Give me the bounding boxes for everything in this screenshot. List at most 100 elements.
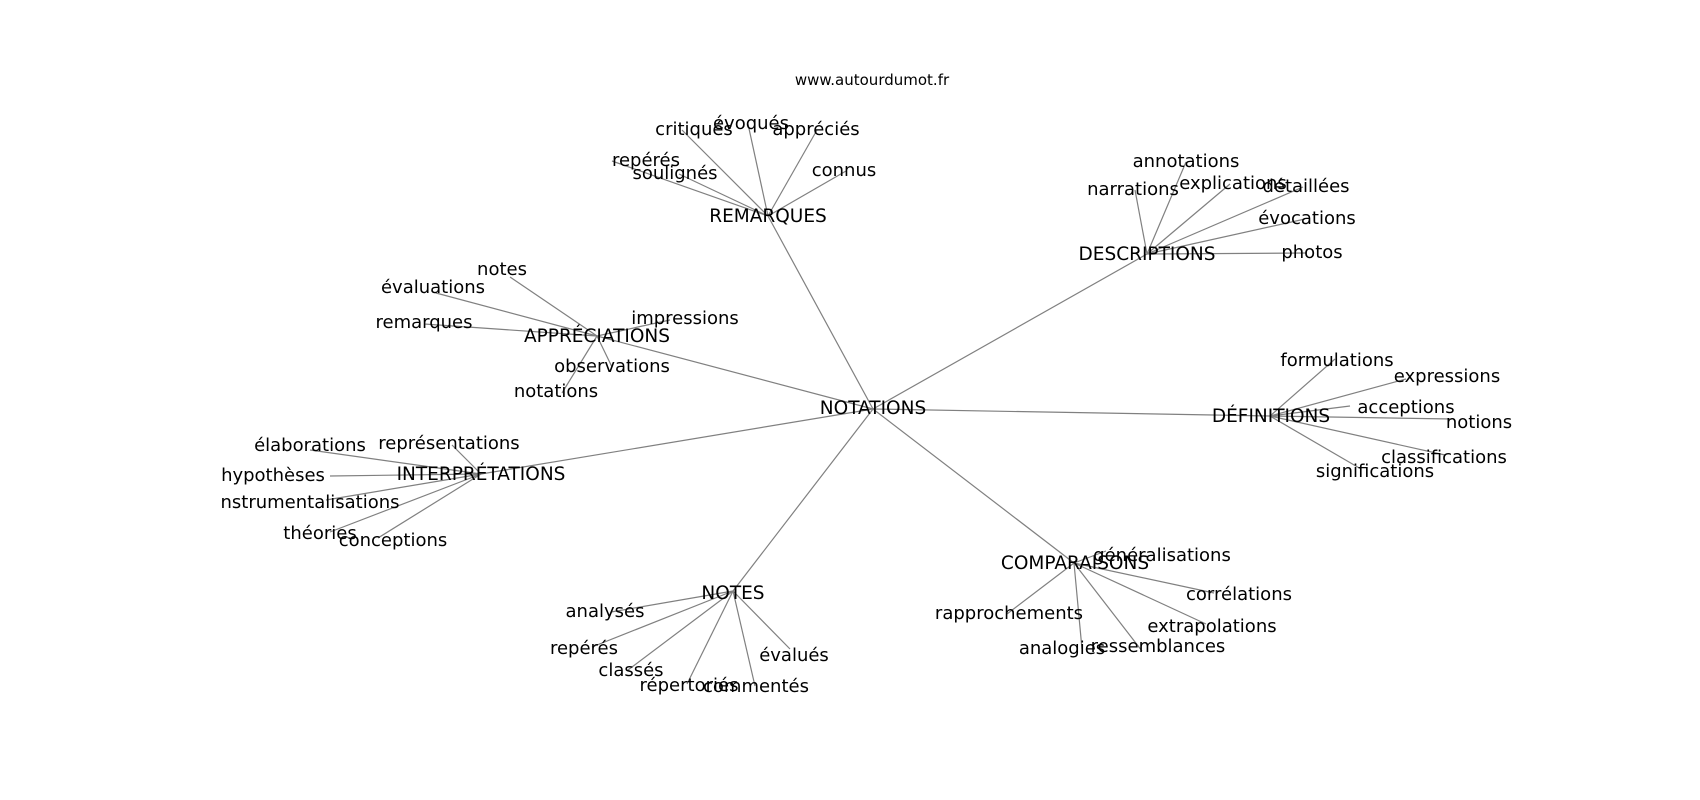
leaf-node-nstrumentalisations: nstrumentalisations bbox=[220, 492, 399, 513]
edge-descriptions-narrations bbox=[1134, 189, 1148, 255]
edge-root-descriptions bbox=[872, 253, 1148, 410]
root-node-label: NOTATIONS bbox=[820, 398, 926, 419]
edge-interpretations-representations bbox=[451, 444, 482, 475]
edge-comparaisons-rapprochements bbox=[1006, 562, 1075, 615]
edge-root-definitions bbox=[872, 408, 1271, 417]
edge-comparaisons-ressemblances bbox=[1073, 562, 1143, 652]
edge-descriptions-annotations bbox=[1146, 161, 1187, 255]
edge-definitions-significations bbox=[1269, 415, 1362, 470]
edge-interpretations-elaborations bbox=[309, 449, 482, 475]
leaf-node-reperes: repérés bbox=[550, 638, 618, 659]
edge-appreciations-impressions bbox=[596, 319, 671, 337]
group-node-interpretations: INTERPRÉTATIONS bbox=[397, 463, 566, 485]
edges-layer bbox=[309, 123, 1453, 687]
edge-appreciations-evaluations bbox=[435, 292, 598, 337]
edge-root-notes bbox=[732, 408, 874, 592]
edge-notes-reperes bbox=[591, 590, 734, 648]
leaf-node-critiques: critiqués bbox=[655, 119, 733, 140]
leaf-node-evaluations: évaluations bbox=[381, 277, 485, 298]
leaf-node-analyses: analysés bbox=[566, 601, 645, 622]
edge-remarques-apprecies bbox=[767, 129, 818, 217]
edge-root-interpretations bbox=[480, 408, 874, 475]
edge-root-appreciations bbox=[596, 335, 874, 410]
leaf-node-correlations: corrélations bbox=[1186, 584, 1292, 605]
edge-appreciations-notations bbox=[561, 335, 598, 394]
edge-definitions-classifications bbox=[1269, 415, 1446, 456]
group-node-appreciations: APPRÉCIATIONS bbox=[524, 325, 670, 347]
edge-interpretations-nstrumentalisations bbox=[325, 473, 482, 501]
edge-root-remarques bbox=[767, 215, 874, 410]
edge-descriptions-detaillees bbox=[1146, 186, 1304, 255]
edge-appreciations-notes bbox=[509, 276, 598, 337]
leaf-node-annotations: annotations bbox=[1133, 151, 1240, 172]
leaf-node-evalues: évalués bbox=[759, 645, 829, 666]
edge-definitions-expressions bbox=[1269, 378, 1407, 417]
edge-descriptions-evocations bbox=[1146, 218, 1306, 255]
leaf-node-reperes: repérés bbox=[612, 150, 680, 171]
leaf-node-impressions: impressions bbox=[631, 308, 739, 329]
edge-notes-commentes bbox=[732, 590, 756, 687]
leaf-node-expressions: expressions bbox=[1394, 366, 1500, 387]
edge-comparaisons-extrapolations bbox=[1073, 562, 1207, 625]
labels-layer: NOTATIONS REMARQUES critiquésévoquésappréc… bbox=[220, 113, 1512, 697]
leaf-node-acceptions: acceptions bbox=[1357, 397, 1454, 418]
leaf-node-theories: théories bbox=[283, 523, 356, 544]
edge-interpretations-conceptions bbox=[377, 473, 482, 539]
leaf-node-observations: observations bbox=[554, 356, 670, 377]
edge-interpretations-hypotheses bbox=[329, 473, 482, 477]
edge-definitions-formulations bbox=[1269, 358, 1336, 417]
site-watermark: www.autourdumot.fr bbox=[794, 71, 950, 89]
leaf-node-commentes: commentés bbox=[703, 676, 809, 697]
leaf-node-evoques: évoqués bbox=[713, 113, 789, 134]
edge-definitions-notions bbox=[1269, 415, 1453, 420]
leaf-node-classes: classés bbox=[598, 660, 663, 681]
edge-root-comparaisons bbox=[872, 408, 1075, 564]
leaf-node-representations: représentations bbox=[378, 433, 519, 454]
leaf-node-rapprochements: rapprochements bbox=[935, 603, 1083, 624]
edge-descriptions-photos bbox=[1146, 252, 1308, 255]
leaf-node-classifications: classifications bbox=[1381, 447, 1507, 468]
leaf-node-detaillees: détaillées bbox=[1262, 176, 1349, 197]
leaf-node-significations: significations bbox=[1316, 461, 1434, 482]
leaf-node-notations: notations bbox=[514, 381, 598, 402]
leaf-node-elaborations: élaborations bbox=[254, 435, 366, 456]
leaf-node-connus: connus bbox=[812, 160, 877, 181]
leaf-node-apprecies: appréciés bbox=[772, 119, 859, 140]
edge-notes-evalues bbox=[732, 590, 791, 650]
group-node-descriptions: DESCRIPTIONS bbox=[1079, 244, 1216, 265]
group-node-remarques: REMARQUES bbox=[709, 206, 827, 227]
edge-remarques-evoques bbox=[747, 123, 769, 217]
leaf-node-generalisations: généralisations bbox=[1093, 545, 1231, 566]
leaf-node-evocations: évocations bbox=[1258, 208, 1356, 229]
leaf-node-formulations: formulations bbox=[1280, 350, 1393, 371]
leaf-node-narrations: narrations bbox=[1087, 179, 1179, 200]
edge-comparaisons-generalisations bbox=[1073, 550, 1107, 564]
leaf-node-analogies: analogies bbox=[1019, 638, 1105, 659]
edge-remarques-soulignes bbox=[678, 173, 769, 217]
edge-descriptions-explications bbox=[1146, 183, 1231, 255]
group-node-definitions: DÉFINITIONS bbox=[1212, 405, 1330, 427]
leaf-node-photos: photos bbox=[1281, 242, 1342, 263]
leaf-node-hypotheses: hypothèses bbox=[221, 465, 325, 486]
leaf-node-extrapolations: extrapolations bbox=[1147, 616, 1276, 637]
edge-remarques-connus bbox=[767, 170, 847, 217]
leaf-node-remarques: remarques bbox=[375, 312, 472, 333]
leaf-node-soulignes: soulignés bbox=[632, 163, 717, 184]
edge-notes-analyses bbox=[610, 590, 734, 613]
edge-remarques-critiques bbox=[681, 129, 769, 217]
leaf-node-notes: notes bbox=[477, 259, 527, 280]
edge-comparaisons-analogies bbox=[1073, 562, 1083, 650]
edge-definitions-acceptions bbox=[1269, 405, 1351, 417]
edge-notes-classes bbox=[627, 590, 734, 671]
edge-interpretations-theories bbox=[329, 473, 482, 533]
leaf-node-conceptions: conceptions bbox=[339, 530, 448, 551]
edge-remarques-reperes bbox=[611, 160, 769, 217]
group-node-comparaisons: COMPARAISONS bbox=[1001, 553, 1149, 574]
edge-comparaisons-correlations bbox=[1073, 562, 1215, 594]
leaf-node-repertories: répertoriés bbox=[640, 675, 739, 696]
leaf-node-ressemblances: ressemblances bbox=[1091, 636, 1226, 657]
edge-appreciations-remarques bbox=[423, 323, 598, 337]
group-node-notes: NOTES bbox=[701, 583, 764, 604]
edge-notes-repertories bbox=[686, 590, 734, 685]
